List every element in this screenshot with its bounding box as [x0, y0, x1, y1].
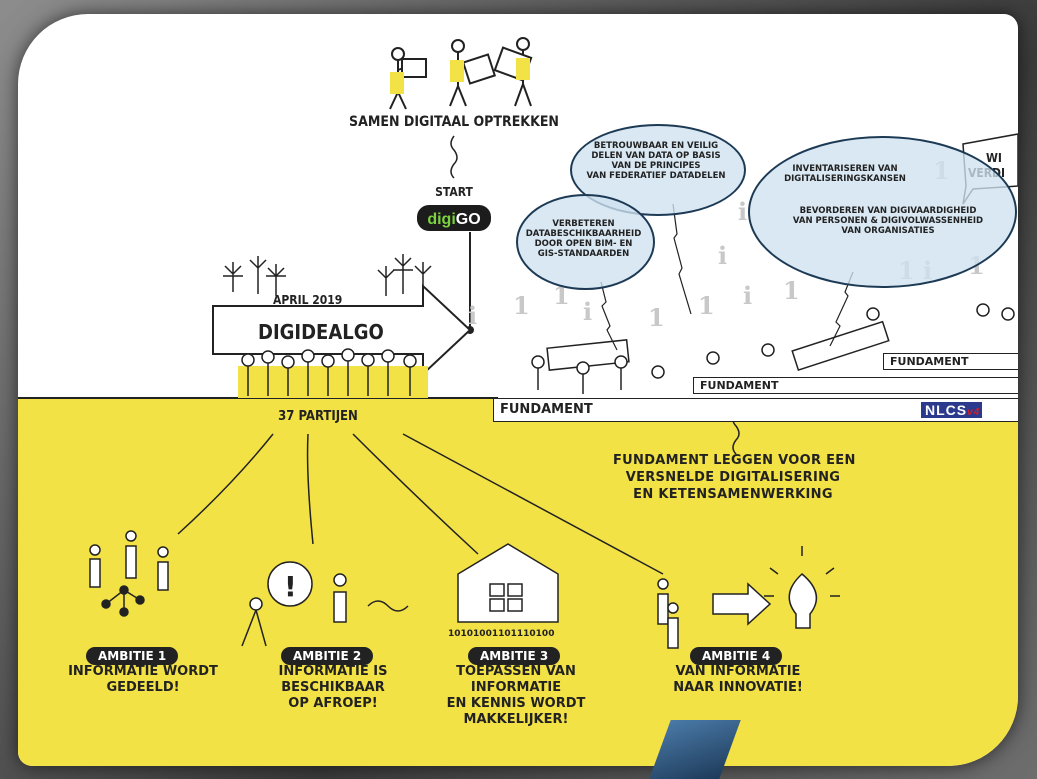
bubble-line: VERBETEREN	[552, 219, 615, 229]
infographic-scene: SAMEN DIGITAAL OPTREKKEN START digiGO AP…	[18, 37, 1018, 766]
binary-text: 10101001101110100	[448, 629, 554, 639]
nlcs-version: v4	[967, 407, 981, 418]
bubble-line: DOOR OPEN BIM- EN	[534, 239, 633, 249]
arrow-date: APRIL 2019	[273, 293, 342, 307]
caption-line: FUNDAMENT LEGGEN VOOR EEN	[613, 453, 856, 468]
ambition-line: GEDEELD!	[106, 680, 180, 695]
ambition-line: INFORMATIE IS	[278, 664, 388, 679]
bubble-line: BETROUWBAAR EN VEILIG	[593, 141, 719, 151]
ambitie-1-badge: AMBITIE 1	[86, 647, 179, 665]
ambition-line: NAAR INNOVATIE!	[673, 680, 803, 695]
exclamation-icon: !	[241, 561, 409, 647]
ambitie-2-text: INFORMATIE IS BESCHIKBAAR OP AFROEP!	[258, 664, 408, 712]
ambition-line: TOEPASSEN VAN	[456, 664, 576, 679]
bubble-databeschikbaarheid-text: VERBETEREN DATABESCHIKBAARHEID DOOR OPEN…	[516, 219, 651, 259]
svg-text:1: 1	[698, 291, 715, 320]
bubble-digitalisering-text-b: BEVORDEREN VAN DIGIVAARDIGHEID VAN PERSO…	[783, 206, 993, 236]
digigo-logo: digiGO	[415, 203, 493, 233]
house-icon: 10101001101110100	[448, 543, 559, 639]
fundament-bottom: FUNDAMENT	[493, 398, 1018, 422]
squiggle-connector	[450, 135, 458, 179]
people-carrying-computers-icon	[389, 37, 533, 110]
bubble-federatief-text: BETROUWBAAR EN VEILIG DELEN VAN DATA OP …	[570, 141, 742, 181]
infographic-card: SAMEN DIGITAAL OPTREKKEN START digiGO AP…	[18, 14, 1018, 766]
bubble-digitalisering	[748, 136, 1017, 288]
svg-text:1: 1	[553, 281, 570, 310]
ambition-line: INFORMATIE WORDT	[68, 664, 218, 679]
bubble-line: DATABESCHIKBAARHEID	[525, 229, 642, 239]
bubble-line: BEVORDEREN VAN DIGIVAARDIGHEID	[799, 206, 977, 216]
svg-text:!: !	[284, 570, 297, 603]
start-label: START	[435, 185, 473, 199]
parties-label: 37 PARTIJEN	[278, 409, 358, 424]
innovation-icon	[657, 578, 772, 649]
ambition-line: MAKKELIJKER!	[463, 712, 569, 727]
bubble-line: INVENTARISEREN VAN	[792, 164, 898, 174]
caption-line: EN KETENSAMENWERKING	[633, 487, 833, 502]
ambition-line: EN KENNIS WORDT	[446, 696, 586, 711]
speech-line-1: WI	[986, 151, 1002, 165]
bubble-line: VAN FEDERATIEF DATADELEN	[586, 171, 726, 181]
nlcs-text: NLCS	[925, 402, 968, 418]
fundament-caption: FUNDAMENT LEGGEN VOOR EEN VERSNELDE DIGI…	[613, 452, 856, 503]
svg-text:i: i	[738, 197, 747, 226]
lightbulb-icon	[764, 546, 840, 629]
bubble-line: VAN ORGANISATIES	[841, 226, 935, 236]
svg-text:digiGO: digiGO	[427, 211, 480, 228]
top-title: SAMEN DIGITAAL OPTREKKEN	[349, 114, 559, 130]
info-sharing-icon	[89, 530, 169, 617]
svg-text:i: i	[718, 241, 727, 270]
bubble-digitalisering-text-a: INVENTARISEREN VAN DIGITALISERINGSKANSEN	[760, 164, 930, 184]
svg-text:i: i	[583, 297, 592, 326]
ambitie-3-badge: AMBITIE 3	[468, 647, 561, 665]
ambition-line: OP AFROEP!	[288, 696, 378, 711]
bubble-line: DELEN VAN DATA OP BASIS	[591, 151, 721, 161]
svg-text:i: i	[468, 301, 477, 330]
caption-line: VERSNELDE DIGITALISERING	[625, 470, 841, 485]
fireworks-icon	[223, 254, 432, 296]
crowd-of-people-icon	[238, 348, 428, 398]
fundament-top: FUNDAMENT	[883, 353, 1018, 370]
ambition-line: BESCHIKBAAR	[281, 680, 385, 695]
bubble-connectors	[600, 203, 854, 351]
logo-suffix: GO	[456, 211, 481, 228]
ambitie-4-text: VAN INFORMATIE NAAR INNOVATIE!	[658, 664, 818, 696]
bubble-line: VAN PERSONEN & DIGIVOLWASSENHEID	[792, 216, 984, 226]
connector-lines	[177, 433, 664, 575]
bubble-databeschikbaarheid	[516, 194, 655, 290]
svg-text:1: 1	[783, 276, 800, 305]
svg-text:1: 1	[648, 303, 665, 332]
bubble-line: GIS-STANDAARDEN	[537, 249, 630, 259]
svg-text:1: 1	[513, 291, 530, 320]
nlcs-logo: NLCSv4	[921, 402, 983, 418]
ambitie-3-text: TOEPASSEN VAN INFORMATIE EN KENNIS WORDT…	[436, 664, 596, 728]
svg-text:i: i	[743, 281, 752, 310]
ambition-line: INFORMATIE	[470, 680, 562, 695]
ambition-line: VAN INFORMATIE	[675, 664, 801, 679]
workers-icon	[531, 303, 1015, 394]
ambitie-1-text: INFORMATIE WORDT GEDEELD!	[58, 664, 228, 696]
bubble-line: VAN DE PRINCIPES	[611, 161, 701, 171]
arrow-name: DIGIDEALGO	[258, 320, 384, 344]
bubble-line: DIGITALISERINGSKANSEN	[784, 174, 906, 184]
logo-prefix: digi	[427, 211, 455, 228]
ambitie-4-badge: AMBITIE 4	[690, 647, 783, 665]
fundament-middle: FUNDAMENT	[693, 377, 1018, 394]
ambitie-2-badge: AMBITIE 2	[281, 647, 374, 665]
